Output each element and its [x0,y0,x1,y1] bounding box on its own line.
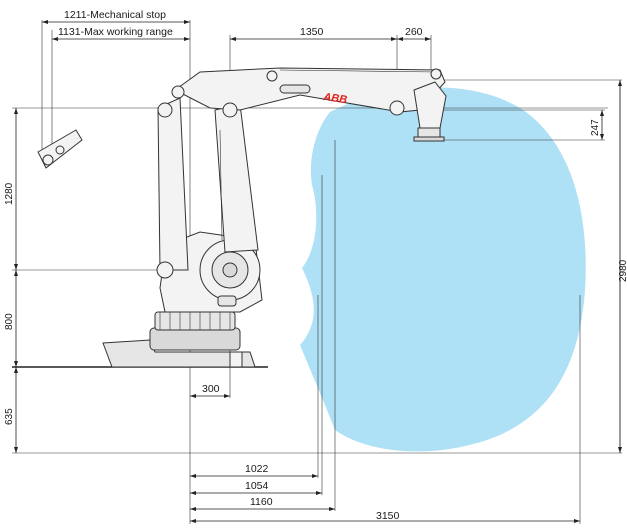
label-260: 260 [405,26,423,38]
label-3150: 3150 [376,510,400,522]
ghost-arm-mech-stop [37,129,83,169]
label-1054: 1054 [245,480,269,492]
label-1280: 1280 [4,182,15,205]
dimension-arrows [14,20,622,523]
label-800: 800 [4,313,15,330]
label-mech-stop: 1211-Mechanical stop [64,9,166,21]
robot-body [159,231,263,313]
robot-base [102,311,256,368]
robot-lower-arm [156,97,259,279]
label-max-range: 1131-Max working range [58,26,173,38]
label-2980: 2980 [618,259,627,282]
label-300: 300 [202,383,220,395]
label-247: 247 [590,119,601,136]
label-1160: 1160 [250,496,273,508]
brand-logo: ABB [322,91,348,106]
robot-wrist [413,81,447,142]
label-635: 635 [4,408,15,425]
robot-upper-arm [171,67,446,118]
working-range-envelope [300,87,586,452]
label-1022: 1022 [245,463,269,475]
label-1350: 1350 [300,26,324,38]
